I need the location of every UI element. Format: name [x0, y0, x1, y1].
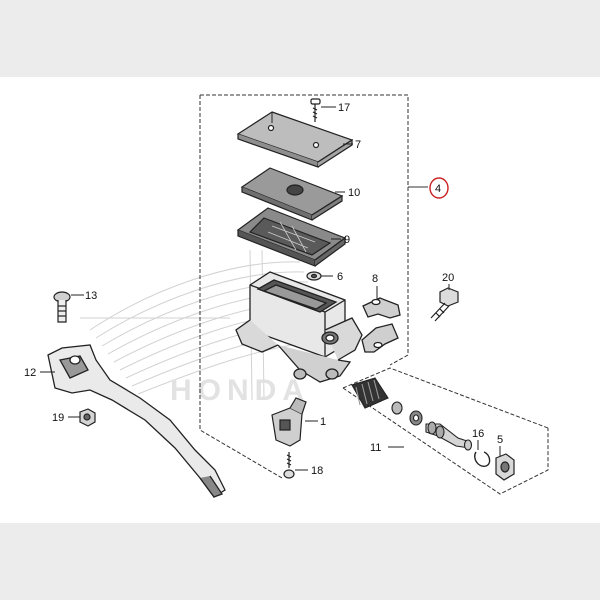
washer-part-6: [306, 271, 322, 281]
brake-lever-part-12: [47, 344, 226, 498]
label-5: 5: [497, 434, 503, 446]
assembly-frame-part-4: [199, 94, 409, 479]
honda-watermark-text: HONDA: [170, 374, 310, 407]
diaphragm-part-9: [236, 207, 347, 267]
label-16: 16: [472, 428, 484, 440]
stop-switch-part-1: [271, 397, 307, 447]
label-4: 4: [435, 183, 441, 195]
boot-piston-set-part-11: [351, 377, 473, 451]
reservoir-cap-part-7: [236, 111, 354, 168]
label-9: 9: [344, 234, 350, 246]
assembly-frame-part-11: [342, 367, 549, 495]
label-11: 11: [370, 442, 381, 454]
bolt-part-20: [430, 287, 459, 322]
label-18: 18: [311, 465, 323, 477]
label-8: 8: [372, 273, 378, 285]
diaphragm-plate-part-10: [240, 167, 344, 221]
label-20: 20: [442, 272, 454, 284]
label-6: 6: [337, 271, 343, 283]
nut-part-5: [495, 453, 515, 481]
holder-clamp-part-8: [361, 297, 401, 353]
label-7: 7: [355, 139, 361, 151]
label-12: 12: [24, 367, 36, 379]
label-10: 10: [348, 187, 360, 199]
screw-part-18: [283, 452, 295, 479]
label-1: 1: [320, 416, 326, 428]
master-cylinder-body: [235, 271, 363, 383]
label-19: 19: [52, 412, 64, 424]
nut-part-19: [79, 408, 96, 427]
circlip-part-16: [474, 451, 491, 467]
label-17: 17: [338, 102, 350, 114]
screw-part-17: [310, 98, 321, 122]
pivot-bolt-part-13: [53, 291, 71, 323]
label-13: 13: [85, 290, 97, 302]
highlight-circle-4: [429, 177, 449, 199]
